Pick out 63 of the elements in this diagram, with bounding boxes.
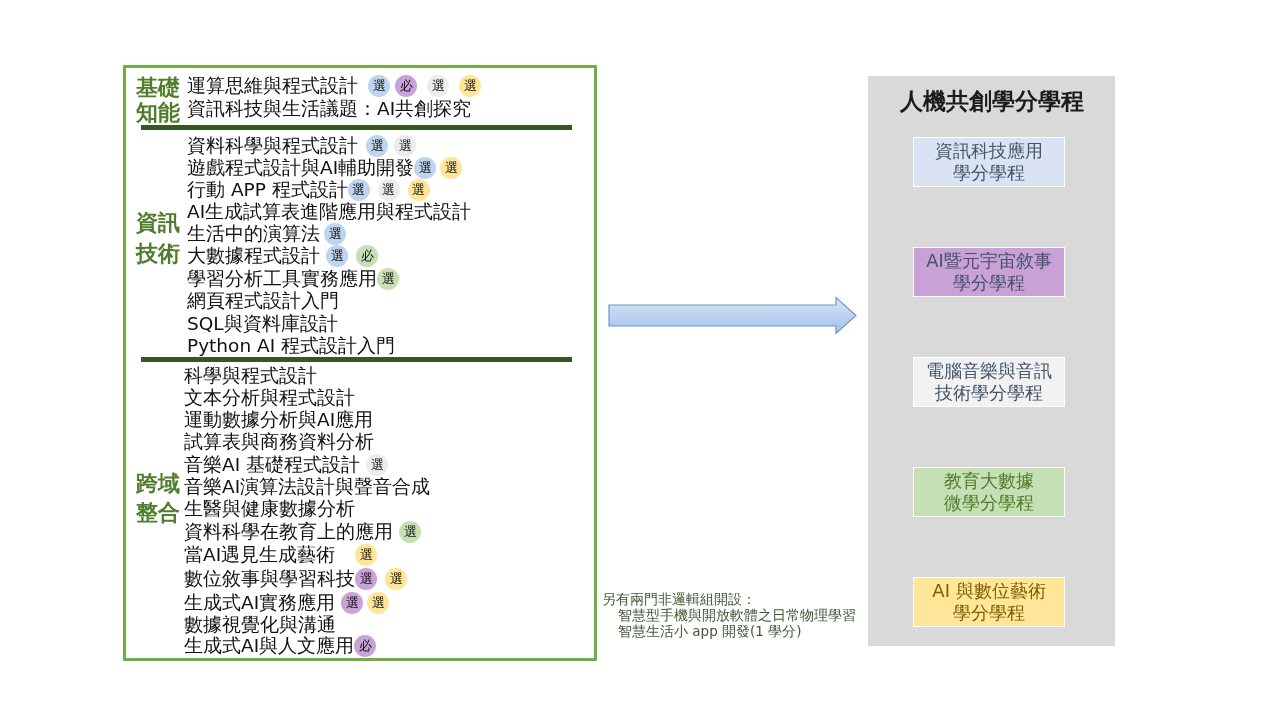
course-tag: 選 bbox=[366, 135, 388, 157]
course-name: Python AI 程式設計入門 bbox=[187, 335, 395, 357]
course-tag: 選 bbox=[427, 75, 449, 97]
course-tag: 必 bbox=[356, 245, 378, 267]
course-name: 文本分析與程式設計 bbox=[184, 387, 355, 409]
course-panel bbox=[123, 65, 597, 661]
course-name: 生活中的演算法 bbox=[187, 223, 320, 245]
course-tag: 必 bbox=[395, 75, 417, 97]
course-name: 科學與程式設計 bbox=[184, 365, 317, 387]
course-tag: 選 bbox=[341, 592, 364, 614]
block-arrow bbox=[608, 296, 857, 335]
course-name: 音樂AI 基礎程式設計 bbox=[184, 454, 360, 476]
course-name: 生成式AI實務應用 bbox=[184, 592, 336, 614]
course-name: 數據視覺化與溝通 bbox=[184, 614, 336, 636]
course-tag: 選 bbox=[399, 521, 421, 543]
program-box: AI 與數位藝術學分學程 bbox=[913, 577, 1065, 627]
course-name: 音樂AI演算法設計與聲音合成 bbox=[184, 476, 431, 498]
program-box: 教育大數據微學分學程 bbox=[913, 467, 1065, 517]
course-tag: 選 bbox=[324, 223, 346, 245]
course-name: 當AI遇見生成藝術 bbox=[184, 544, 336, 566]
category-label: 資訊技術 bbox=[136, 208, 181, 268]
course-name: 生醫與健康數據分析 bbox=[184, 498, 355, 520]
course-name: 運動數據分析與AI應用 bbox=[184, 409, 374, 431]
course-tag: 選 bbox=[367, 592, 390, 614]
note-text: 智慧生活小 app 開發(1 學分) bbox=[617, 623, 803, 639]
course-name: 大數據程式設計 bbox=[187, 245, 320, 267]
note-text: 另有兩門非邏輯組開設： bbox=[602, 591, 757, 607]
course-name: 試算表與商務資料分析 bbox=[184, 431, 374, 453]
course-name: 學習分析工具實務應用 bbox=[187, 268, 377, 290]
course-name: 網頁程式設計入門 bbox=[187, 290, 339, 312]
course-name: 運算思維與程式設計 bbox=[187, 75, 358, 97]
course-tag: 必 bbox=[354, 635, 377, 657]
course-name: SQL與資料庫設計 bbox=[187, 313, 338, 335]
course-tag: 選 bbox=[414, 157, 437, 179]
course-name: 資料科學在教育上的應用 bbox=[184, 521, 393, 543]
course-name: AI生成試算表進階應用與程式設計 bbox=[187, 201, 472, 223]
course-tag: 選 bbox=[355, 544, 378, 566]
course-tag: 選 bbox=[385, 568, 407, 590]
program-box: AI暨元宇宙敘事學分學程 bbox=[913, 247, 1065, 297]
course-tag: 選 bbox=[355, 568, 377, 590]
category-label: 基礎知能 bbox=[136, 74, 181, 125]
course-tag: 選 bbox=[377, 268, 399, 290]
course-name: 數位敘事與學習科技 bbox=[184, 568, 355, 590]
course-tag: 選 bbox=[377, 179, 400, 201]
course-tag: 選 bbox=[366, 454, 388, 476]
course-tag: 選 bbox=[394, 135, 416, 157]
course-name: 生成式AI與人文應用 bbox=[184, 635, 355, 657]
course-name: 遊戲程式設計與AI輔助開發 bbox=[187, 157, 415, 179]
course-tag: 選 bbox=[407, 179, 430, 201]
note-text: 智慧型手機與開放軟體之日常物理學習 bbox=[617, 607, 856, 623]
program-box: 電腦音樂與音訊技術學分學程 bbox=[913, 357, 1065, 407]
panel-title: 人機共創學分學程 bbox=[898, 87, 1085, 115]
course-tag: 選 bbox=[459, 75, 481, 97]
program-box: 資訊科技應用學分學程 bbox=[913, 137, 1065, 187]
course-tag: 選 bbox=[368, 75, 390, 97]
course-name: 行動 APP 程式設計 bbox=[187, 179, 348, 201]
course-tag: 選 bbox=[440, 157, 463, 179]
course-tag: 選 bbox=[326, 245, 348, 267]
course-name: 資訊科技與生活議題：AI共創探究 bbox=[187, 98, 472, 120]
category-label: 跨域整合 bbox=[136, 469, 181, 527]
program-panel bbox=[868, 76, 1115, 646]
course-name: 資料科學與程式設計 bbox=[187, 135, 358, 157]
course-tag: 選 bbox=[347, 179, 370, 201]
